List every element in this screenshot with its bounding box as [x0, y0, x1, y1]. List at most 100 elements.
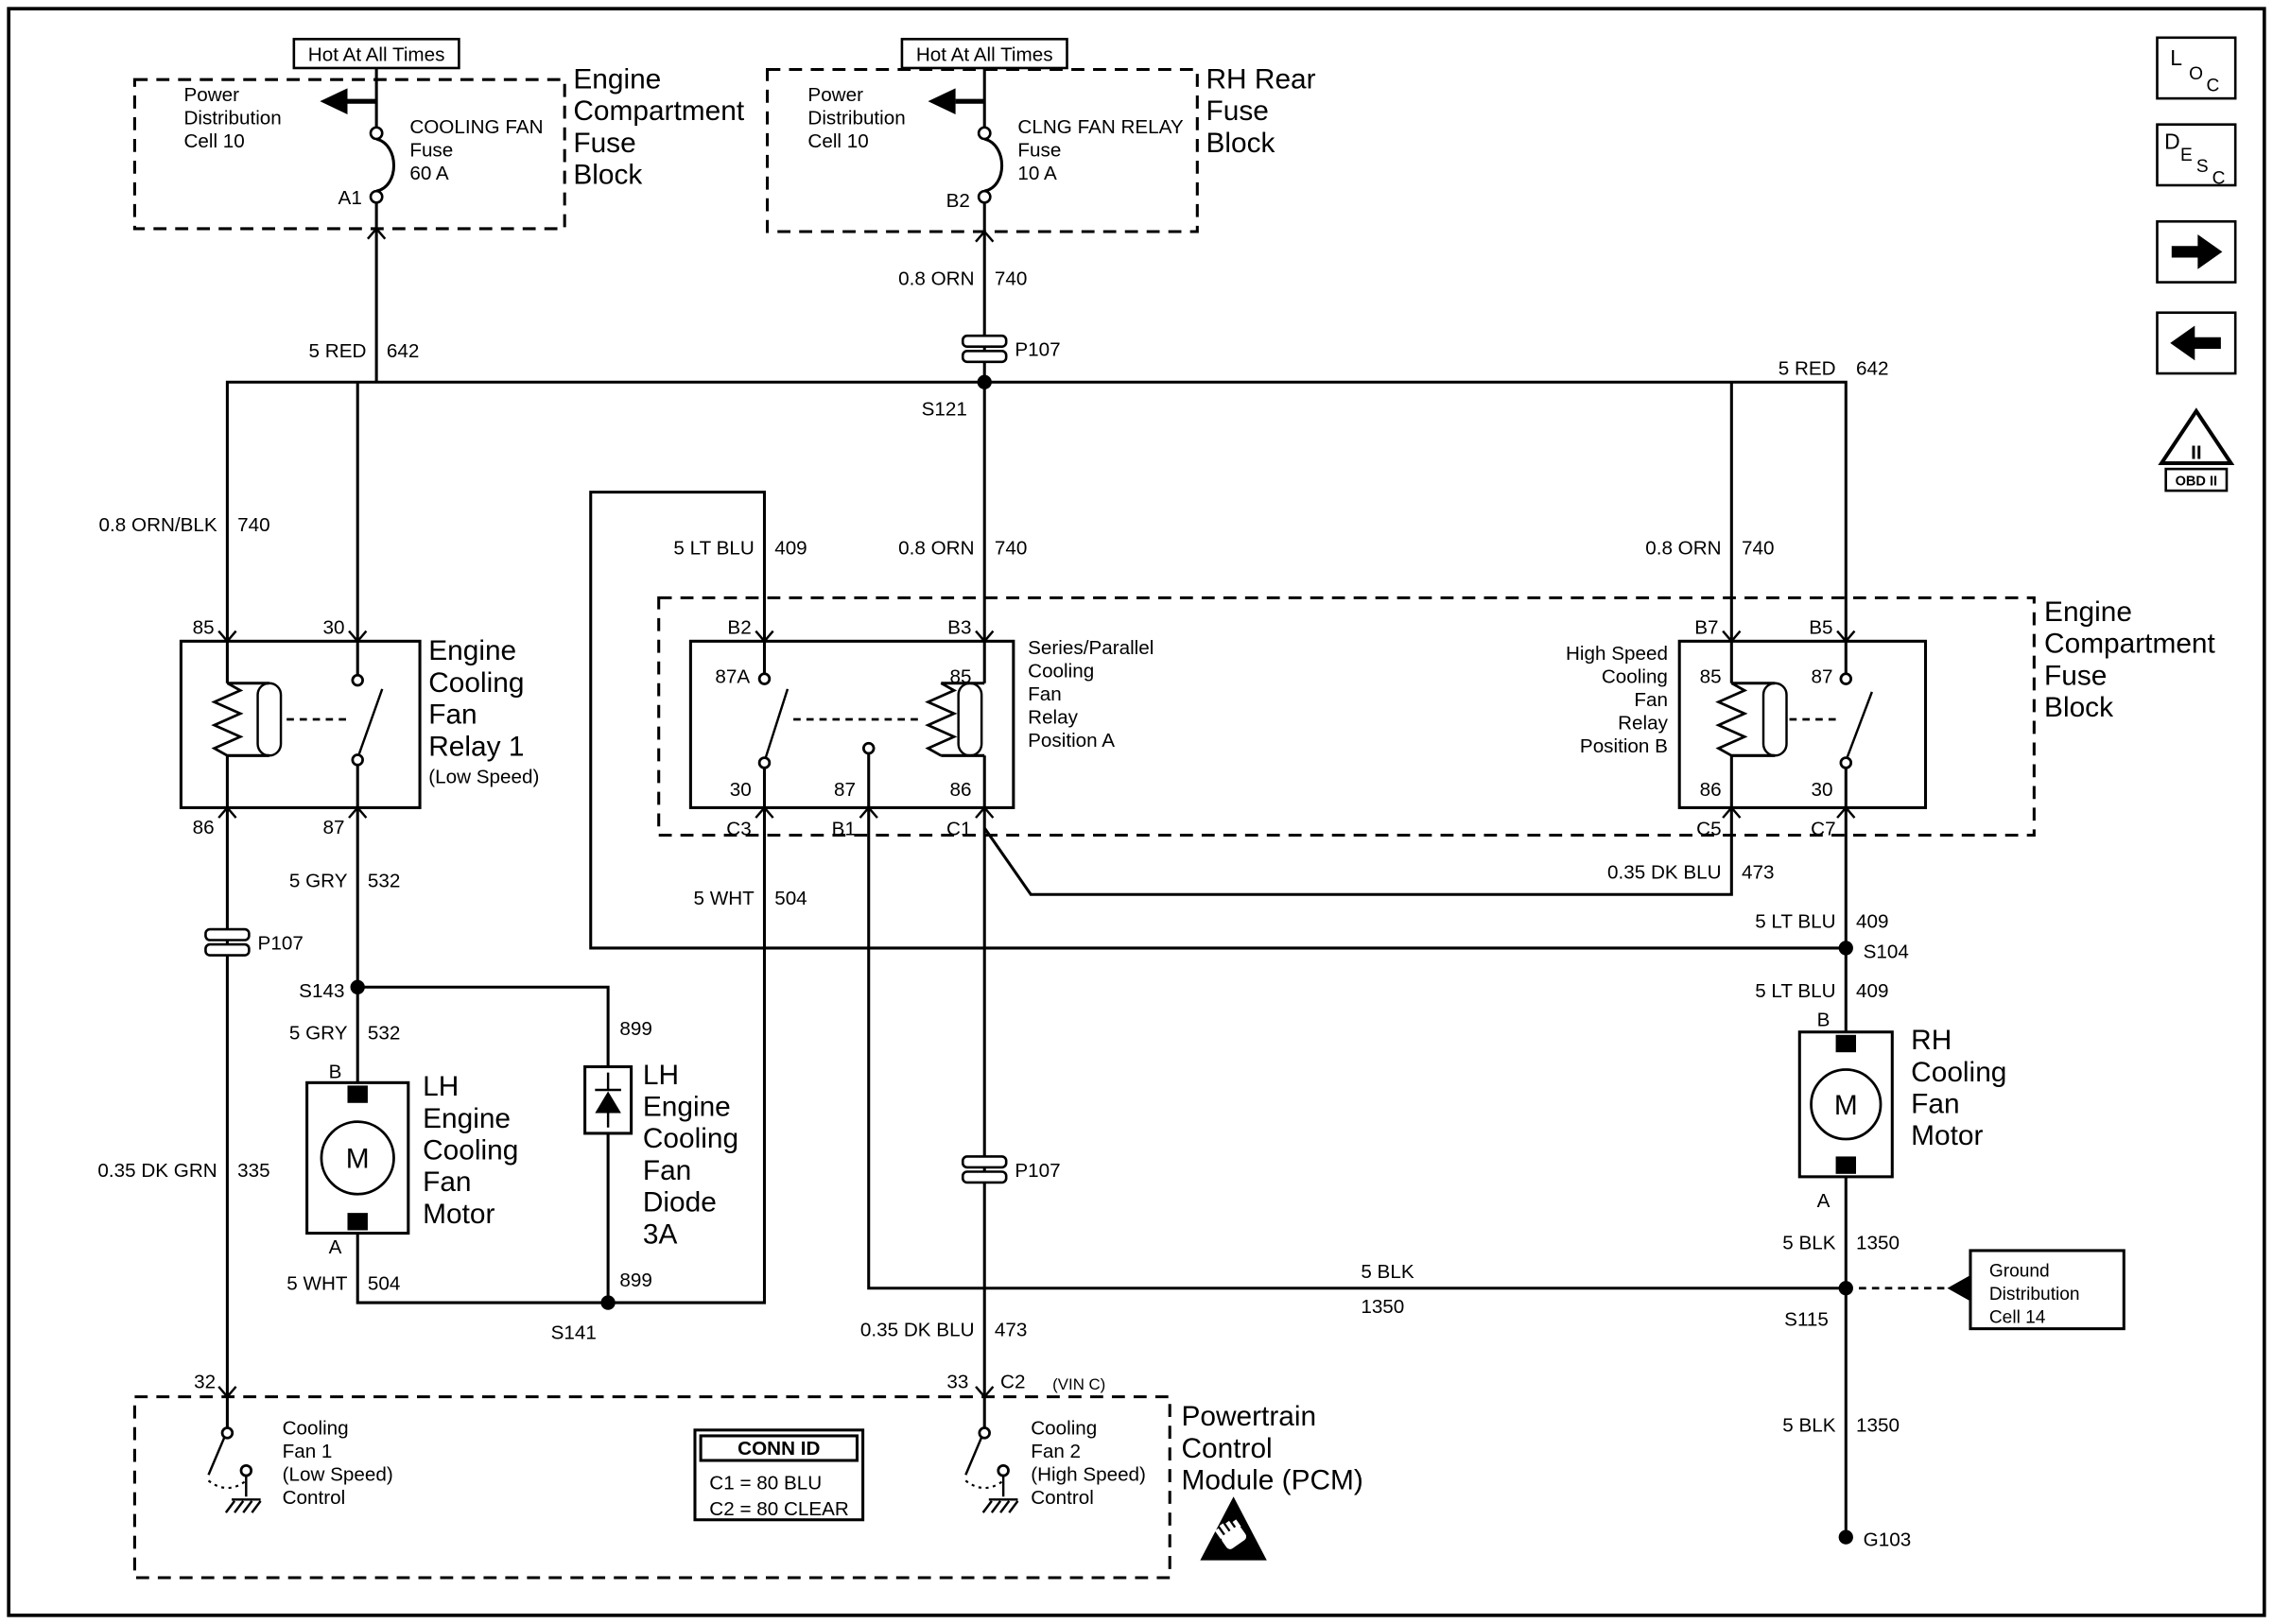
conn-id-row: C1 = 80 BLU [709, 1473, 822, 1494]
pcm-name: Module (PCM) [1181, 1465, 1362, 1496]
wire-wht-504 [356, 807, 767, 1304]
pin-label-b1: B1 [832, 818, 856, 839]
wire-power-bus [225, 228, 1848, 642]
ground-label: G103 [1864, 1529, 1912, 1550]
terminal-a-label: A [329, 1236, 342, 1258]
pcm-driver-fan2 [964, 1396, 1019, 1514]
pin-label-87: 87 [1812, 666, 1833, 688]
splice-label: S143 [299, 980, 344, 1002]
power-dist-arrow-icon [928, 88, 956, 114]
motor-m: M [1834, 1090, 1858, 1121]
wire-circuit: 473 [1742, 861, 1774, 883]
nav-desc-icon[interactable]: D E S C [2156, 123, 2237, 189]
pcm-name: Control [1181, 1433, 1272, 1464]
block-name: Fuse [1206, 95, 1268, 127]
wire-circuit: 335 [237, 1160, 269, 1182]
splice-s104 [1838, 941, 1853, 956]
block-name: Engine [2044, 596, 2132, 628]
pin-label-87: 87 [834, 779, 856, 801]
block-name: Engine [573, 63, 661, 95]
sp-relay-name: Relay [1028, 707, 1078, 729]
wire-circuit: 532 [368, 871, 400, 892]
sp-relay-name: Fan [1028, 683, 1062, 705]
conn-id-header: CONN ID [737, 1438, 820, 1460]
terminal-a-label: A [1817, 1190, 1831, 1212]
wire-label: 0.8 ORN/BLK [99, 514, 217, 536]
nav-prev-icon[interactable] [2156, 311, 2237, 375]
wire-labels: 0.8 ORN 740 5 RED 642 5 RED 642 0.8 ORN/… [97, 268, 1900, 1437]
wire-label: 0.8 ORN [898, 268, 974, 290]
high-speed-relay: B7 B5 85 87 86 30 C5 C7 High Speed Cooli… [1566, 617, 1928, 839]
series-parallel-relay: B2 B3 87A 85 30 87 86 C3 B1 C1 Series/Pa… [688, 617, 1154, 839]
fuse-rating: 60 A [409, 163, 449, 184]
pin-label-87a: 87A [715, 666, 750, 688]
rh-motor-name: Cooling [1911, 1057, 2006, 1088]
wire-label: 5 WHT [693, 888, 755, 909]
esd-warning-icon [1200, 1496, 1267, 1561]
conn-id-table: CONN ID C1 = 80 BLU C2 = 80 CLEAR [693, 1428, 865, 1522]
splice-s121 [977, 374, 992, 389]
desc-letter: S [2196, 157, 2209, 177]
splice-label: S141 [551, 1322, 597, 1343]
lh-motor-name: LH [423, 1071, 459, 1102]
pin-label-85: 85 [949, 666, 971, 688]
pin-label-c3: C3 [726, 818, 751, 839]
nav-loc-icon[interactable]: L O C [2156, 36, 2237, 100]
fuse-name: CLNG FAN RELAY [1017, 116, 1183, 138]
fuseblock-exit-chevrons [367, 227, 995, 243]
fuse-cooling-fan-symbol [369, 126, 396, 204]
ground-dist-text: Ground [1989, 1262, 2050, 1282]
wire-circuit: 1350 [1856, 1414, 1900, 1436]
ground-g103-dot [1838, 1529, 1853, 1545]
pcm-name: Powertrain [1181, 1401, 1316, 1432]
splice-s143 [350, 979, 365, 994]
relay1-name: Cooling [428, 667, 524, 699]
lh-motor-name: Engine [423, 1103, 511, 1134]
wire-circuit: 740 [237, 514, 269, 536]
pin-b2-label: B2 [946, 190, 970, 212]
ground-dist-text: Distribution [1989, 1285, 2080, 1304]
rh-motor-name: RH [1911, 1025, 1952, 1056]
callout-arrow-icon [1947, 1274, 1970, 1302]
pin-label-b3: B3 [947, 617, 971, 639]
connector-p107-top: P107 [961, 334, 1061, 364]
wire-label: 5 LT BLU [673, 537, 754, 559]
pcm-pin-32: 32 [194, 1371, 216, 1392]
obd-label: OBD II [2176, 475, 2217, 490]
obd-ii-icon[interactable]: II OBD II [2158, 407, 2235, 492]
rh-fan-motor: M B A RH Cooling Fan Motor [1797, 1010, 2006, 1212]
power-feed-left: Hot At All Times Power Distribution Cell… [132, 38, 745, 231]
wire-circuit: 473 [995, 1319, 1027, 1340]
pin-label-c5: C5 [1696, 818, 1721, 839]
engine-cooling-fan-relay-1: 85 30 86 87 Engine Cooling Fan Relay 1 (… [179, 617, 539, 838]
hs-relay-name: Position B [1580, 735, 1668, 757]
hs-relay-name: High Speed [1566, 643, 1668, 665]
engine-compartment-fuse-block-label: Engine Compartment Fuse Block [2044, 596, 2215, 723]
diode-name: LH [643, 1060, 679, 1091]
diode-name: 3A [643, 1218, 678, 1250]
loc-letter: L [2170, 45, 2182, 70]
lh-motor-name: Motor [423, 1199, 495, 1230]
hs-relay-name: Cooling [1602, 666, 1668, 688]
fan2-control-text: Cooling [1031, 1417, 1097, 1439]
block-name: RH Rear [1206, 63, 1315, 95]
pin-label-c7: C7 [1811, 818, 1835, 839]
splice-s141 [600, 1295, 616, 1310]
relay1-name: Relay 1 [428, 731, 524, 762]
source-line: Power [183, 84, 239, 106]
wire-hot-feeds [374, 67, 986, 232]
block-name: Block [1206, 128, 1275, 159]
pcm-pin-33-note: (VIN C) [1052, 1375, 1105, 1393]
fan1-control-text: Control [283, 1487, 346, 1509]
wire-circuit: 899 [619, 1018, 651, 1040]
connector-label: P107 [258, 932, 304, 954]
wire-label: 5 LT BLU [1755, 980, 1835, 1002]
pcm-pin-33-conn: C2 [1000, 1371, 1025, 1392]
nav-next-icon[interactable] [2156, 219, 2237, 284]
source-line: Power [807, 84, 863, 106]
pcm-driver-fan1 [207, 1396, 262, 1514]
wire-label: 5 BLK [1361, 1261, 1414, 1283]
desc-letter: E [2180, 146, 2193, 165]
splice-label: S115 [1784, 1309, 1829, 1331]
pin-label-86: 86 [949, 779, 971, 801]
